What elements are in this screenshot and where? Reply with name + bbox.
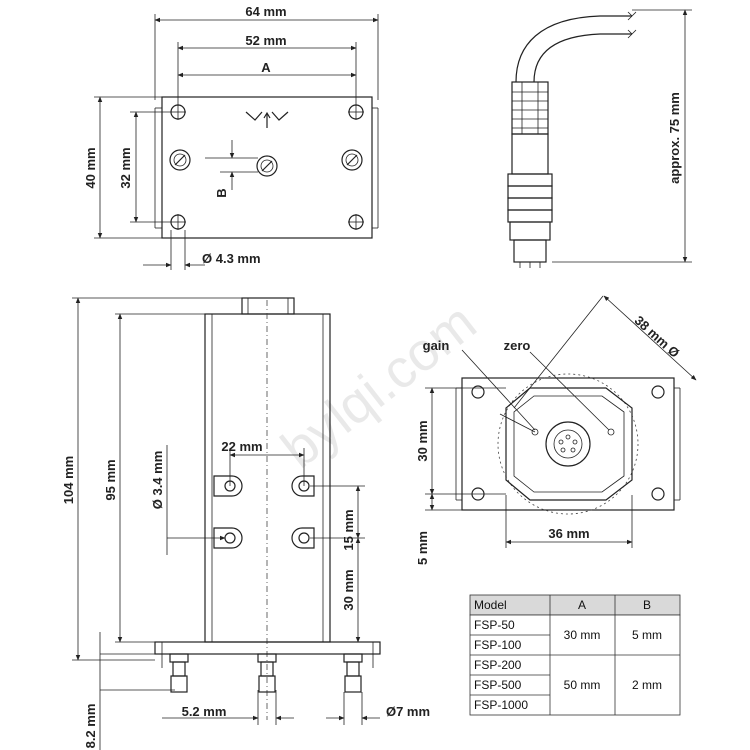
dim-hole-spacing: 22 mm <box>221 439 262 454</box>
table-model: FSP-1000 <box>474 698 528 712</box>
mounting-hole <box>170 104 186 120</box>
foot <box>343 653 363 693</box>
foot <box>257 653 277 693</box>
table-model: FSP-500 <box>474 678 522 692</box>
side-view: 104 mm 95 mm 22 mm Ø 3.4 mm 15 mm 30 mm … <box>61 297 430 750</box>
table-header-model: Model <box>474 598 507 612</box>
mounting-hole <box>170 214 186 230</box>
cable-connector-view: approx. 75 mm <box>507 9 692 268</box>
watermark: bylqi.com <box>271 292 488 480</box>
gain-label: gain <box>423 338 450 353</box>
mounting-tab <box>213 475 243 497</box>
dim-height-overall: 40 mm <box>83 147 98 188</box>
table-a-value: 50 mm <box>564 678 601 692</box>
mounting-hole <box>348 214 364 230</box>
dim-spacing-v: 15 mm <box>341 509 356 550</box>
dim-tab-hole-dia: Ø 3.4 mm <box>150 451 165 510</box>
dim-bottom-width: 36 mm <box>548 526 589 541</box>
table-model: FSP-200 <box>474 658 522 672</box>
foot <box>169 653 189 693</box>
dim-height-body: 95 mm <box>103 459 118 500</box>
table-header-a: A <box>578 598 586 612</box>
dim-bottom-offset: 5 mm <box>415 531 430 565</box>
dim-width-holes: 52 mm <box>245 33 286 48</box>
dim-a-label: A <box>261 60 271 75</box>
table-model: FSP-50 <box>474 618 515 632</box>
top-plate <box>161 96 373 239</box>
mounting-hole <box>348 104 364 120</box>
top-view: 64 mm 52 mm A 40 mm 32 mm B Ø 4.3 mm <box>83 4 379 270</box>
table-b-value: 5 mm <box>632 628 662 642</box>
direction-symbol-icon <box>245 111 289 128</box>
dim-foot-dia: Ø7 mm <box>386 704 430 719</box>
dim-hole-dia: Ø 4.3 mm <box>202 251 261 266</box>
dim-bottom-height: 30 mm <box>415 420 430 461</box>
dim-bottom-offset: 30 mm <box>341 569 356 610</box>
dim-b-label: B <box>214 188 229 197</box>
dim-base-thickness: 8.2 mm <box>83 704 98 749</box>
dim-cable-length: approx. 75 mm <box>667 92 682 184</box>
table-b-value: 2 mm <box>632 678 662 692</box>
dim-height-holes: 32 mm <box>118 147 133 188</box>
dim-width-overall: 64 mm <box>245 4 286 19</box>
screw-head <box>256 155 278 177</box>
dim-height-total: 104 mm <box>61 456 76 504</box>
mounting-tab <box>291 527 315 549</box>
screw-head <box>169 149 191 171</box>
dim-foot-offset: 5.2 mm <box>182 704 227 719</box>
table-model: FSP-100 <box>474 638 522 652</box>
screw-head <box>341 149 363 171</box>
dim-bottom-diameter: 38 mm Ø <box>632 313 683 361</box>
table-header-b: B <box>643 598 651 612</box>
table-a-value: 30 mm <box>564 628 601 642</box>
zero-label: zero <box>504 338 531 353</box>
model-table: Model A B FSP-50 FSP-100 FSP-200 FSP-500… <box>469 594 681 716</box>
